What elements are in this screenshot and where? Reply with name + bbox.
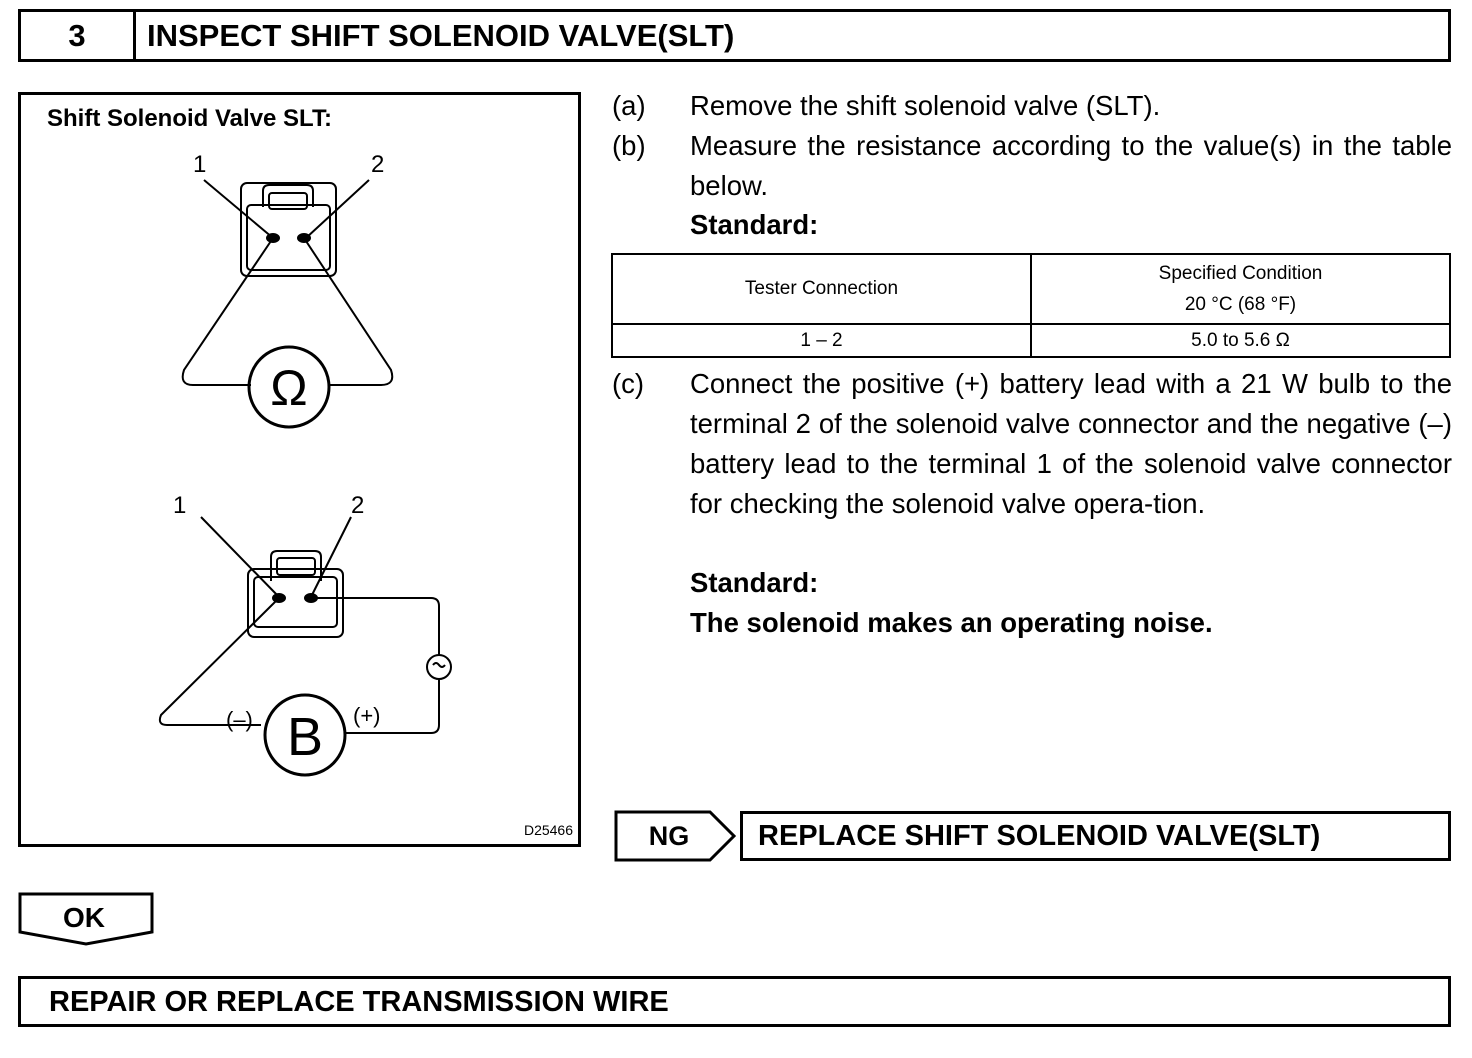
pos-label: (+) xyxy=(353,703,381,728)
top-connector-icon xyxy=(240,182,337,277)
final-action-text: REPAIR OR REPLACE TRANSMISSION WIRE xyxy=(49,986,669,1018)
ok-label: OK xyxy=(63,902,105,933)
bulb-icon xyxy=(426,654,452,680)
step-c-label: (c) xyxy=(612,368,645,399)
standard-label-b: Standard: xyxy=(690,209,819,240)
figure-id: D25466 xyxy=(523,822,573,838)
step-b-text: Measure the resistance according to the … xyxy=(690,130,1452,201)
step-number: 3 xyxy=(21,12,136,59)
top-lead-left xyxy=(181,237,274,386)
bottom-leader-2 xyxy=(310,516,352,598)
figure-caption: Shift Solenoid Valve SLT: xyxy=(47,105,332,132)
header-specified-condition-title: Specified Condition xyxy=(1158,263,1323,284)
pos-lead-upper xyxy=(311,597,440,655)
step-a: (a) Remove the shift solenoid valve (SLT… xyxy=(612,86,1452,126)
bottom-leader-1 xyxy=(200,516,280,598)
neg-label: (–) xyxy=(226,707,253,732)
header-tester-connection: Tester Connection xyxy=(611,253,1032,325)
ng-action-box: REPLACE SHIFT SOLENOID VALVE(SLT) xyxy=(740,811,1451,861)
table-row: 1 – 2 5.0 to 5.6 Ω xyxy=(611,323,1451,358)
top-leader-2 xyxy=(305,179,370,239)
step-a-text: Remove the shift solenoid valve (SLT). xyxy=(690,90,1161,121)
top-terminal-2-label: 2 xyxy=(371,151,384,178)
top-terminal-1-label: 1 xyxy=(193,151,206,178)
top-lead-right xyxy=(303,237,394,386)
step-title: INSPECT SHIFT SOLENOID VALVE(SLT) xyxy=(147,18,735,53)
pos-lead-lower xyxy=(346,679,440,734)
step-a-label: (a) xyxy=(612,90,646,121)
top-leader-1 xyxy=(203,179,274,239)
bottom-terminal-1-label: 1 xyxy=(173,492,186,519)
step-c: (c) Connect the positive (+) battery lea… xyxy=(612,364,1452,564)
ng-arrow: NG xyxy=(614,810,738,867)
header-specified-condition: Specified Condition 20 °C (68 °F) xyxy=(1030,253,1451,325)
bottom-connector-icon xyxy=(247,550,344,638)
wiring-figure: Shift Solenoid Valve SLT: xyxy=(18,92,581,847)
solenoid-diagram: 1 2 Ω 1 2 B (–) (+) xyxy=(158,151,452,777)
cell-connection: 1 – 2 xyxy=(611,323,1032,358)
standard-text-c: The solenoid makes an operating noise. xyxy=(690,607,1213,638)
header-temperature: 20 °C (68 °F) xyxy=(1184,294,1297,315)
step-b-label: (b) xyxy=(612,130,646,161)
step-header: 3 INSPECT SHIFT SOLENOID VALVE(SLT) xyxy=(18,9,1451,62)
step-b: (b) Measure the resistance according to … xyxy=(612,126,1452,206)
battery-icon xyxy=(263,693,347,777)
final-action-box: REPAIR OR REPLACE TRANSMISSION WIRE xyxy=(18,976,1451,1027)
ng-action-text: REPLACE SHIFT SOLENOID VALVE(SLT) xyxy=(758,820,1321,852)
step-c-text: Connect the positive (+) battery lead wi… xyxy=(690,368,1452,519)
ok-arrow: OK xyxy=(18,892,158,953)
ohm-symbol: Ω xyxy=(270,360,307,416)
neg-lead xyxy=(158,597,280,726)
battery-symbol: B xyxy=(287,707,323,767)
ohmmeter-icon xyxy=(247,345,331,429)
table-header-row: Tester Connection Specified Condition 20… xyxy=(611,253,1451,325)
cell-condition: 5.0 to 5.6 Ω xyxy=(1030,323,1451,358)
ng-label: NG xyxy=(649,821,690,851)
bottom-terminal-2-label: 2 xyxy=(351,492,364,519)
standard-label-c: Standard: xyxy=(690,567,819,598)
spec-table: Tester Connection Specified Condition 20… xyxy=(611,253,1451,358)
